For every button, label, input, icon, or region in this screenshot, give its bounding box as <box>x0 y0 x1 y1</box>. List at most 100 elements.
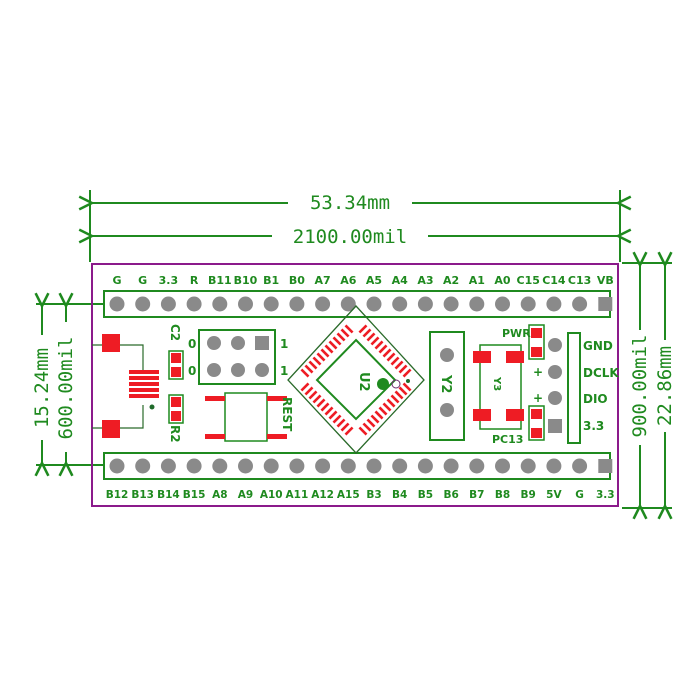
crystal-y2: Y2 <box>429 331 465 441</box>
mcu-u2: U2 <box>287 305 425 454</box>
top-pin-label: B11 <box>208 274 232 287</box>
mcu-pad <box>340 328 350 338</box>
top-pin-label: C15 <box>517 274 540 287</box>
pin-spacing-dimension: 15.24mm 600.00mil <box>31 304 105 465</box>
top-pin-label: G <box>138 274 147 287</box>
bottom-pin-label: A8 <box>212 489 227 501</box>
usb-shield-pad-top <box>102 334 120 352</box>
top-pin <box>366 296 382 312</box>
bottom-pin-label: A15 <box>337 489 360 501</box>
top-pin-label: A6 <box>340 274 357 287</box>
top-pin-label: R <box>190 274 199 287</box>
mcu-pad <box>328 340 338 350</box>
top-pin-label: A1 <box>469 274 485 287</box>
mcu-pad <box>336 418 346 428</box>
top-pin-label: A2 <box>443 274 459 287</box>
swd-dclk-label: DCLK <box>583 366 619 380</box>
bottom-pin-label: B13 <box>131 489 154 501</box>
boot1-label-1: 1 <box>280 364 288 378</box>
top-pin <box>212 296 228 312</box>
bottom-pin <box>546 458 562 474</box>
crystal-y3: Y3 <box>473 344 524 430</box>
mcu-pad <box>320 348 330 358</box>
bottom-pin-label: B7 <box>469 489 484 501</box>
bottom-pin-label: B12 <box>106 489 129 501</box>
mcu-pad <box>378 406 388 416</box>
mcu-pad <box>366 332 376 342</box>
boot-jumper: 0 0 1 1 <box>188 329 288 385</box>
top-pin-label: 3.3 <box>159 274 179 287</box>
capacitor-c2: C2 <box>168 324 184 380</box>
width-mil-label: 2100.00mil <box>293 226 407 248</box>
y3-label: Y3 <box>491 376 502 391</box>
bottom-pin-label: A9 <box>238 489 253 501</box>
mcu-pad <box>358 426 368 436</box>
bottom-pin <box>598 459 613 473</box>
mcu-pad <box>336 332 346 342</box>
bottom-pin <box>212 458 228 474</box>
y2-label: Y2 <box>438 374 453 393</box>
bottom-pin-label: B8 <box>495 489 510 501</box>
width-mm-label: 53.34mm <box>310 192 390 214</box>
top-pin <box>186 296 202 312</box>
bottom-pin <box>340 458 356 474</box>
bottom-pin-label: 5V <box>546 489 562 501</box>
reset-button: REST <box>205 392 294 442</box>
mcu-pad <box>402 368 412 378</box>
mcu-pad <box>344 426 354 436</box>
bottom-pin-label: A12 <box>311 489 334 501</box>
mcu-pad <box>308 360 318 370</box>
height-dimension: 900.00mil 22.86mm <box>622 263 676 508</box>
mcu-pad <box>324 406 334 416</box>
top-pin-label: B1 <box>263 274 279 287</box>
resistor-r2: R2 <box>168 394 184 443</box>
top-pin-label: G <box>112 274 121 287</box>
mcu-pad <box>394 360 404 370</box>
mcu-pad <box>402 382 412 392</box>
top-pin <box>109 296 125 312</box>
height-mil-label: 900.00mil <box>629 335 651 438</box>
mcu-pad <box>398 386 408 396</box>
bottom-pin-label: 3.3 <box>596 489 615 501</box>
mcu-pad <box>378 344 388 354</box>
mcu-pad <box>370 414 380 424</box>
mcu-pad <box>386 352 396 362</box>
bottom-pin <box>392 458 408 474</box>
mcu-pad <box>398 364 408 374</box>
boot1-label-0: 0 <box>188 364 196 378</box>
mcu-pad <box>308 390 318 400</box>
bottom-pin <box>289 458 305 474</box>
swd-header: GND DCLK DIO 3.3 <box>548 332 619 444</box>
top-pin <box>598 297 613 311</box>
top-pin <box>443 296 459 312</box>
bottom-pin-label: B15 <box>183 489 206 501</box>
mcu-pad <box>362 422 372 432</box>
bottom-pin <box>495 458 510 474</box>
bottom-pin-label: B6 <box>443 489 458 501</box>
mcu-pad <box>362 328 372 338</box>
usb-data-pads <box>129 370 159 398</box>
bottom-pin <box>186 458 202 474</box>
mcu-pad <box>300 368 310 378</box>
bottom-pin <box>417 458 433 474</box>
spacing-mm-label: 15.24mm <box>31 348 53 428</box>
swd-3v3-label: 3.3 <box>583 419 604 433</box>
top-pin <box>417 296 433 312</box>
reset-label: REST <box>280 397 294 432</box>
top-pin <box>572 296 588 312</box>
top-pin-label: A5 <box>366 274 382 287</box>
bottom-pin <box>469 458 485 474</box>
mcu-pad <box>382 348 392 358</box>
bottom-pin <box>135 458 151 474</box>
bottom-pin <box>315 458 331 474</box>
u2-label: U2 <box>356 372 371 392</box>
top-pin <box>160 296 176 312</box>
bottom-pin <box>520 458 536 474</box>
top-pin-label: A3 <box>417 274 433 287</box>
bottom-pin-label: B9 <box>521 489 536 501</box>
swd-gnd-label: GND <box>583 339 613 353</box>
bottom-pin <box>572 458 588 474</box>
top-pin <box>289 296 305 312</box>
mcu-pad <box>316 398 326 408</box>
